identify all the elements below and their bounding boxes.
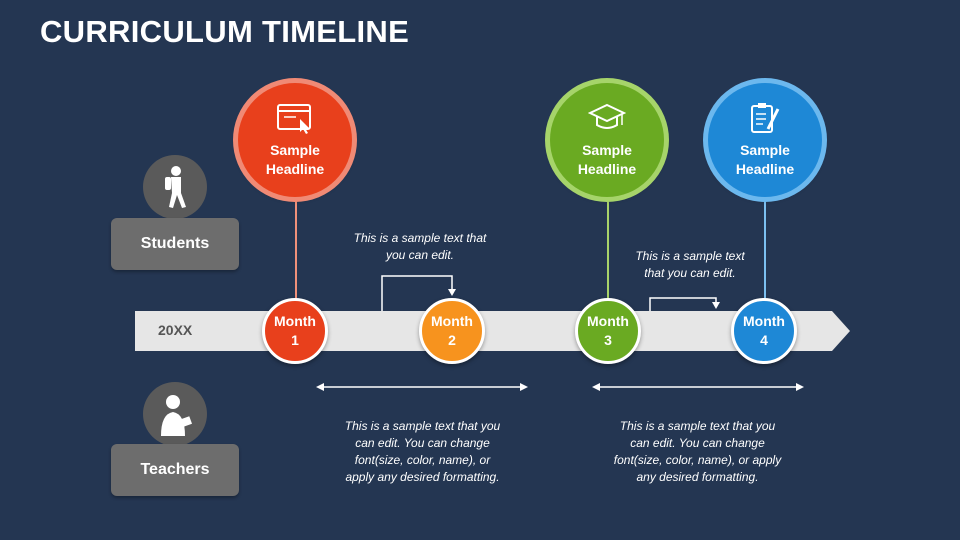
teacher-icon: [161, 395, 193, 436]
students-label: Students: [111, 218, 239, 270]
month-circle-4: Month 4: [731, 298, 797, 364]
note-bottom-left: This is a sample text that you can edit.…: [344, 419, 501, 484]
note-top-right: This is a sample text that you can edit.: [635, 249, 745, 280]
headline-text-3: Sample Headline: [735, 142, 795, 177]
month-3-label: Month: [587, 313, 629, 329]
month-circle-1: Month 1: [262, 298, 328, 364]
student-avatar-circle: [143, 155, 207, 219]
headline-circle-1: Sample Headline: [238, 83, 352, 197]
headline-circle-3: Sample Headline: [708, 83, 822, 197]
month-circle-3: Month 3: [575, 298, 641, 364]
year-label: 20XX: [158, 322, 193, 338]
month-1-label: Month: [274, 313, 316, 329]
stem-4: [764, 190, 766, 302]
teacher-avatar-circle: [143, 382, 207, 446]
slide-title: CURRICULUM TIMELINE: [40, 14, 410, 49]
month-2-label: Month: [431, 313, 473, 329]
headline-circle-2: Sample Headline: [550, 83, 664, 197]
connector-arrow-1-2: [381, 275, 453, 311]
student-icon: [165, 166, 186, 208]
clipboard-pencil-icon: [751, 103, 780, 133]
month-3-number: 3: [604, 332, 612, 348]
browser-cursor-icon: [277, 104, 311, 134]
month-4-label: Month: [743, 313, 785, 329]
note-bottom-right: This is a sample text that you can edit.…: [613, 419, 782, 484]
month-1-number: 1: [291, 332, 299, 348]
stem-1: [295, 190, 297, 302]
month-4-number: 4: [760, 332, 768, 348]
note-top-left: This is a sample text that you can edit.: [353, 231, 487, 262]
teachers-label: Teachers: [111, 444, 239, 496]
graduation-cap-icon: [588, 103, 626, 129]
headline-text-2: Sample Headline: [577, 142, 637, 177]
month-circle-2: Month 2: [419, 298, 485, 364]
headline-text-1: Sample Headline: [265, 142, 325, 177]
month-2-number: 2: [448, 332, 456, 348]
stem-3: [607, 190, 609, 302]
connector-arrow-3-4: [649, 297, 717, 311]
